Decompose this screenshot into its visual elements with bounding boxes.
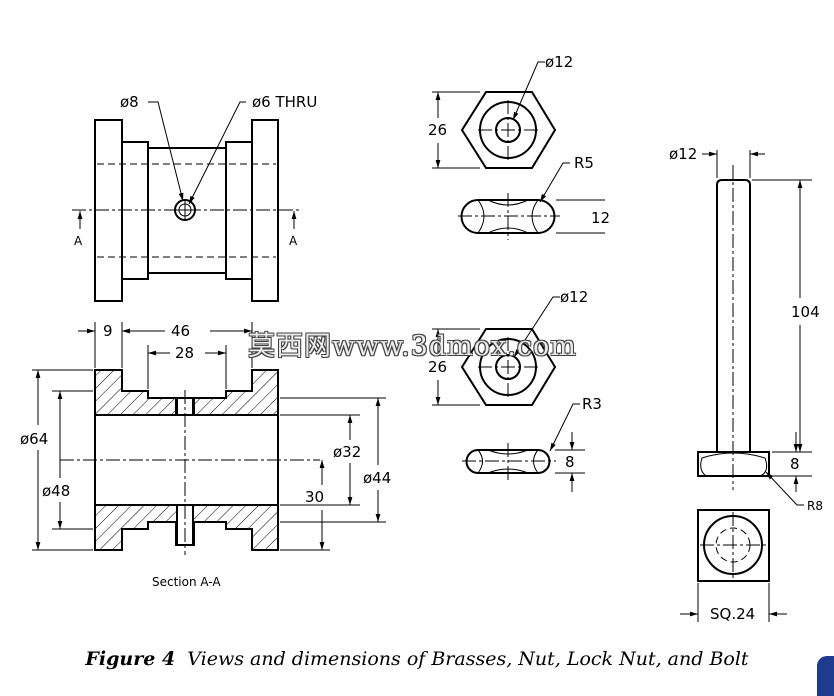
section-arrow-left-label: A xyxy=(74,234,83,248)
section-caption: Section A-A xyxy=(152,575,221,589)
bolt-side-view xyxy=(697,150,812,506)
dim-46-label: 46 xyxy=(171,322,190,340)
nut-thickness-label: 12 xyxy=(591,209,610,227)
bolt-head-square-view xyxy=(680,509,787,622)
figure-number: Figure 4 xyxy=(85,648,176,670)
dim-28-label: 28 xyxy=(175,344,194,362)
section-arrow-right-label: A xyxy=(289,234,298,248)
dim-44-label: ø44 xyxy=(363,469,391,487)
brasses-section-view xyxy=(32,322,386,555)
brass-hole-dia-label: ø8 xyxy=(120,93,139,111)
lock-nut-top-view xyxy=(432,296,560,406)
bolt-length-label: 104 xyxy=(791,303,820,321)
lock-nut-side-view xyxy=(462,403,585,492)
lock-nut-radius-label: R3 xyxy=(582,395,602,413)
dim-48-label: ø48 xyxy=(42,482,70,500)
nut-side-view xyxy=(458,162,605,240)
lock-nut-thickness-label: 8 xyxy=(565,453,575,471)
bolt-head-height-label: 8 xyxy=(790,455,800,473)
corner-logo xyxy=(817,656,834,696)
lock-nut-dia-label: ø12 xyxy=(560,288,588,306)
bolt-head-radius-label: R8 xyxy=(807,499,823,513)
lock-nut-across-flats-label: 26 xyxy=(428,358,447,376)
brasses-front-view xyxy=(72,101,300,302)
nut-across-flats-label: 26 xyxy=(428,121,447,139)
dim-30-label: 30 xyxy=(305,488,324,506)
bolt-head-square-label: SQ.24 xyxy=(710,605,755,623)
nut-dia-label: ø12 xyxy=(545,53,573,71)
nut-radius-label: R5 xyxy=(574,154,594,172)
bolt-dia-label: ø12 xyxy=(669,145,697,163)
engineering-drawing: ø8 ø6 THRU A A xyxy=(20,53,823,623)
nut-top-view xyxy=(432,61,557,169)
figure-caption: Figure 4 Views and dimensions of Brasses… xyxy=(0,648,834,670)
watermark: 莫西网www.3dmox.com xyxy=(248,331,577,362)
brass-thru-label: ø6 THRU xyxy=(252,93,317,111)
dim-32-label: ø32 xyxy=(333,443,361,461)
figure-title: Views and dimensions of Brasses, Nut, Lo… xyxy=(187,648,749,670)
dim-9-label: 9 xyxy=(103,322,113,340)
dim-64-label: ø64 xyxy=(20,430,48,448)
